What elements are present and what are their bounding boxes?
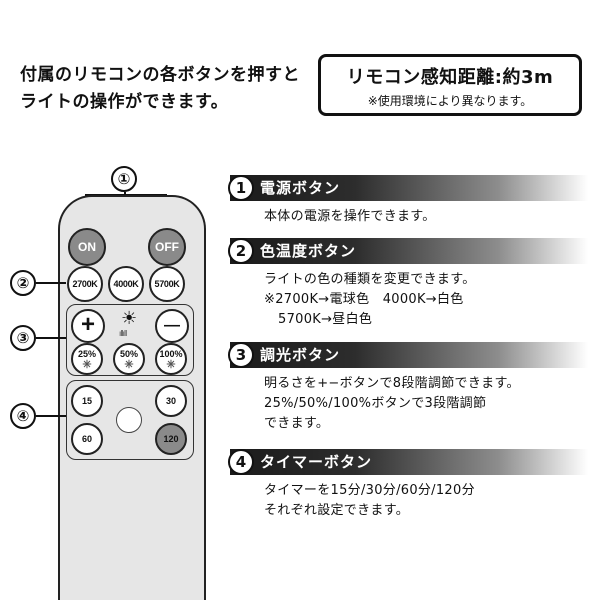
section-1-header: 1 電源ボタン — [228, 175, 588, 201]
section-3-title: 調光ボタン — [260, 346, 341, 364]
intro-text: 付属のリモコンの各ボタンを押すと ライトの操作ができます。 — [20, 62, 310, 116]
callout-2-marker: ② — [10, 270, 36, 296]
callout-4-line — [36, 415, 66, 417]
color-temp-2700k-button[interactable]: 2700K — [67, 266, 103, 302]
timer-15-button[interactable]: 15 — [71, 385, 103, 417]
section-2-line-2: ※2700K→電球色 4000K→白色 — [264, 292, 464, 307]
section-2-header: 2 色温度ボタン — [228, 238, 588, 264]
callout-4-marker: ④ — [10, 403, 36, 429]
timer-60-button[interactable]: 60 — [71, 423, 103, 455]
section-4-line-2: それぞれ設定できます。 — [264, 503, 410, 518]
range-info-box: リモコン感知距離:約3m ※使用環境により異なります。 — [318, 54, 582, 116]
on-button[interactable]: ON — [68, 228, 106, 266]
range-note: ※使用環境により異なります。 — [367, 94, 533, 108]
callout-2-line — [36, 282, 66, 284]
section-3-text: 明るさを+−ボタンで8段階調節できます。 25%/50%/100%ボタンで3段階… — [264, 374, 589, 434]
intro-line-1: 付属のリモコンの各ボタンを押すと — [20, 65, 300, 85]
section-2-line-3: 5700K→昼白色 — [278, 312, 373, 327]
section-4-line-1: タイマーを15分/30分/60分/120分 — [264, 483, 475, 498]
brightness-50-label: 50% — [119, 349, 138, 359]
light-icon: ✳ — [166, 359, 176, 371]
section-1-text: 本体の電源を操作できます。 — [264, 207, 589, 227]
section-3-line-3: できます。 — [264, 416, 330, 431]
brightness-down-button[interactable]: — — [155, 309, 189, 343]
timer-panel: 15 30 60 120 — [66, 380, 194, 460]
section-2-text: ライトの色の種類を変更できます。 ※2700K→電球色 4000K→白色 570… — [264, 270, 589, 330]
section-2-line-1: ライトの色の種類を変更できます。 — [264, 272, 476, 287]
brightness-25-label: 25% — [77, 349, 96, 359]
timer-30-button[interactable]: 30 — [155, 385, 187, 417]
brightness-100-label: 100% — [159, 349, 183, 359]
section-3-line-2: 25%/50%/100%ボタンで3段階調節 — [264, 396, 487, 411]
off-button[interactable]: OFF — [148, 228, 186, 266]
sun-icon: ☀ — [121, 308, 138, 329]
remote-control: ON OFF 2700K 4000K 5700K + ☀ ıllıll — 25… — [58, 195, 206, 600]
brightness-100-button[interactable]: 100% ✳ — [155, 343, 187, 375]
clock-icon — [116, 407, 142, 433]
range-title: リモコン感知距離:約3m — [346, 67, 554, 88]
section-4-number: 4 — [228, 449, 254, 475]
section-1-line-1: 本体の電源を操作できます。 — [264, 209, 436, 224]
callout-3-marker: ③ — [10, 325, 36, 351]
brightness-25-button[interactable]: 25% ✳ — [71, 343, 103, 375]
callout-3-line — [36, 337, 66, 339]
section-1-number: 1 — [228, 175, 254, 201]
light-icon: ✳ — [82, 359, 92, 371]
plus-icon: + — [80, 311, 95, 338]
section-1-title: 電源ボタン — [260, 179, 341, 197]
intro-line-2: ライトの操作ができます。 — [20, 92, 229, 112]
brightness-steps-icon: ıllıll — [119, 329, 127, 338]
color-temp-5700k-button[interactable]: 5700K — [149, 266, 185, 302]
brightness-up-button[interactable]: + — [71, 309, 105, 343]
section-2-number: 2 — [228, 238, 254, 264]
minus-icon: — — [164, 317, 180, 334]
timer-120-button[interactable]: 120 — [155, 423, 187, 455]
section-2-title: 色温度ボタン — [260, 242, 357, 260]
section-3-header: 3 調光ボタン — [228, 342, 588, 368]
section-3-line-1: 明るさを+−ボタンで8段階調節できます。 — [264, 376, 520, 391]
light-icon: ✳ — [124, 359, 134, 371]
section-4-text: タイマーを15分/30分/60分/120分 それぞれ設定できます。 — [264, 481, 589, 521]
section-4-title: タイマーボタン — [260, 453, 373, 471]
color-temp-4000k-button[interactable]: 4000K — [108, 266, 144, 302]
section-3-number: 3 — [228, 342, 254, 368]
callout-1-marker: ① — [111, 166, 137, 192]
dimming-panel: + ☀ ıllıll — 25% ✳ 50% ✳ 100% ✳ — [66, 304, 194, 376]
section-4-header: 4 タイマーボタン — [228, 449, 588, 475]
brightness-50-button[interactable]: 50% ✳ — [113, 343, 145, 375]
